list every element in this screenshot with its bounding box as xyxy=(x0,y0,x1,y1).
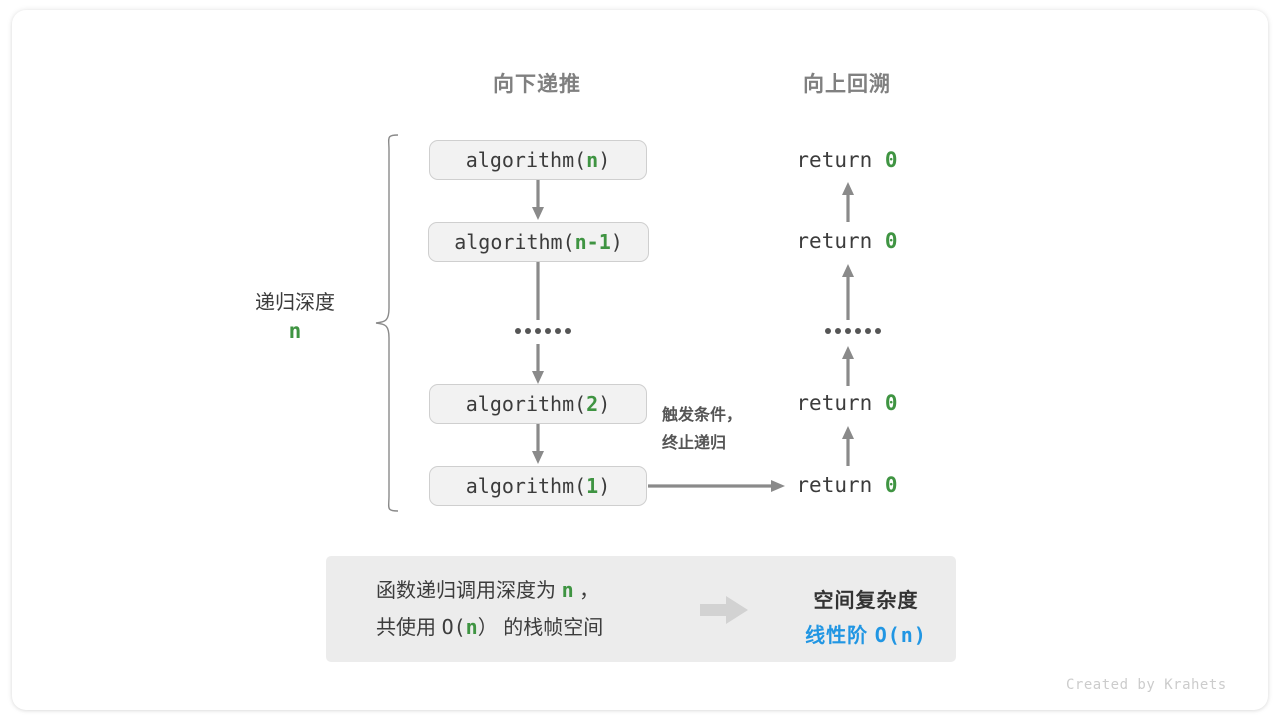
recursion-depth-annotation: 递归深度 n xyxy=(220,290,370,346)
ellipsis-left xyxy=(515,328,571,334)
return-label-0-kw: return xyxy=(796,148,885,172)
call-box-1-fn: algorithm( xyxy=(454,230,575,254)
complexity-order-label: 线性阶 xyxy=(805,625,875,647)
recursion-depth-brace xyxy=(375,134,399,512)
return-label-3: return 0 xyxy=(747,473,947,497)
summary-line1-tail: ， xyxy=(573,580,600,602)
complexity-result: 空间复杂度 线性阶 O(n) xyxy=(776,584,956,653)
return-label-1-val: 0 xyxy=(884,229,898,253)
implies-arrow-icon xyxy=(700,596,748,624)
call-box-3[interactable]: algorithm(1) xyxy=(429,466,647,506)
call-box-2-arg: 2 xyxy=(586,392,599,416)
return-label-3-val: 0 xyxy=(884,473,898,497)
diagram-canvas: 向下递推 向上回溯 递归深度 n algorithm(n) algorithm(… xyxy=(12,10,1268,710)
summary-description: 函数递归调用深度为 n ， 共使用 O(n） 的栈帧空间 xyxy=(376,572,603,646)
complexity-bigo: O(n) xyxy=(874,623,927,647)
call-box-0-fn: algorithm( xyxy=(465,148,587,172)
trigger-condition-line2: 终止递归 xyxy=(662,435,727,452)
return-label-1-kw: return xyxy=(796,229,885,253)
call-box-3-fn: algorithm( xyxy=(465,474,587,498)
return-label-3-kw: return xyxy=(796,473,885,497)
call-box-2-close: ) xyxy=(598,392,611,416)
up-arrow-1 xyxy=(842,264,854,320)
complexity-summary-panel: 函数递归调用深度为 n ， 共使用 O(n） 的栈帧空间 空间复杂度 线性阶 O… xyxy=(326,556,956,662)
summary-line2-var: n xyxy=(465,615,478,639)
summary-line2-text: 共使用 xyxy=(376,617,442,639)
recursion-depth-text: 递归深度 xyxy=(255,292,335,314)
call-box-0-arg: n xyxy=(586,148,599,172)
column-header-recurse-down: 向下递推 xyxy=(493,73,581,96)
up-arrow-2 xyxy=(842,346,854,386)
return-label-2: return 0 xyxy=(747,391,947,415)
down-arrow-0 xyxy=(532,180,544,220)
call-box-0[interactable]: algorithm(n) xyxy=(429,140,647,180)
trigger-condition-line1: 触发条件， xyxy=(662,407,743,424)
return-label-2-kw: return xyxy=(796,391,885,415)
footer-credit: Created by Krahets xyxy=(1066,677,1227,693)
summary-line1-text: 函数递归调用深度为 xyxy=(376,580,562,602)
summary-line2-tail: 的栈帧空间 xyxy=(497,617,604,639)
call-box-1-close: ) xyxy=(610,230,623,254)
call-box-3-close: ) xyxy=(598,474,611,498)
summary-line1-var: n xyxy=(561,578,574,602)
complexity-result-value: 线性阶 O(n) xyxy=(776,618,956,653)
up-arrow-3 xyxy=(842,426,854,466)
call-box-1[interactable]: algorithm(n-1) xyxy=(428,222,649,262)
call-box-0-close: ) xyxy=(598,148,611,172)
summary-line2-paren: ） xyxy=(477,617,498,639)
down-arrow-3 xyxy=(532,424,544,464)
call-box-2-fn: algorithm( xyxy=(465,392,587,416)
ellipsis-right xyxy=(825,328,881,334)
summary-line-1: 函数递归调用深度为 n ， xyxy=(376,572,603,609)
summary-line2-bigo: O( xyxy=(441,615,466,639)
down-arrow-2 xyxy=(532,344,544,384)
return-label-0-val: 0 xyxy=(884,148,898,172)
call-box-2[interactable]: algorithm(2) xyxy=(429,384,647,424)
terminate-recursion-arrow xyxy=(648,480,785,492)
trigger-condition-note: 触发条件， 终止递归 xyxy=(662,402,742,458)
return-label-0: return 0 xyxy=(747,148,947,172)
call-box-1-arg: n-1 xyxy=(574,230,611,254)
down-arrow-1 xyxy=(536,262,540,320)
complexity-result-title: 空间复杂度 xyxy=(813,590,919,612)
up-arrow-0 xyxy=(842,182,854,222)
return-label-2-val: 0 xyxy=(884,391,898,415)
column-header-return-up: 向上回溯 xyxy=(803,73,891,96)
call-box-3-arg: 1 xyxy=(586,474,599,498)
return-label-1: return 0 xyxy=(747,229,947,253)
recursion-depth-value: n xyxy=(288,319,302,343)
summary-line-2: 共使用 O(n） 的栈帧空间 xyxy=(376,609,603,646)
